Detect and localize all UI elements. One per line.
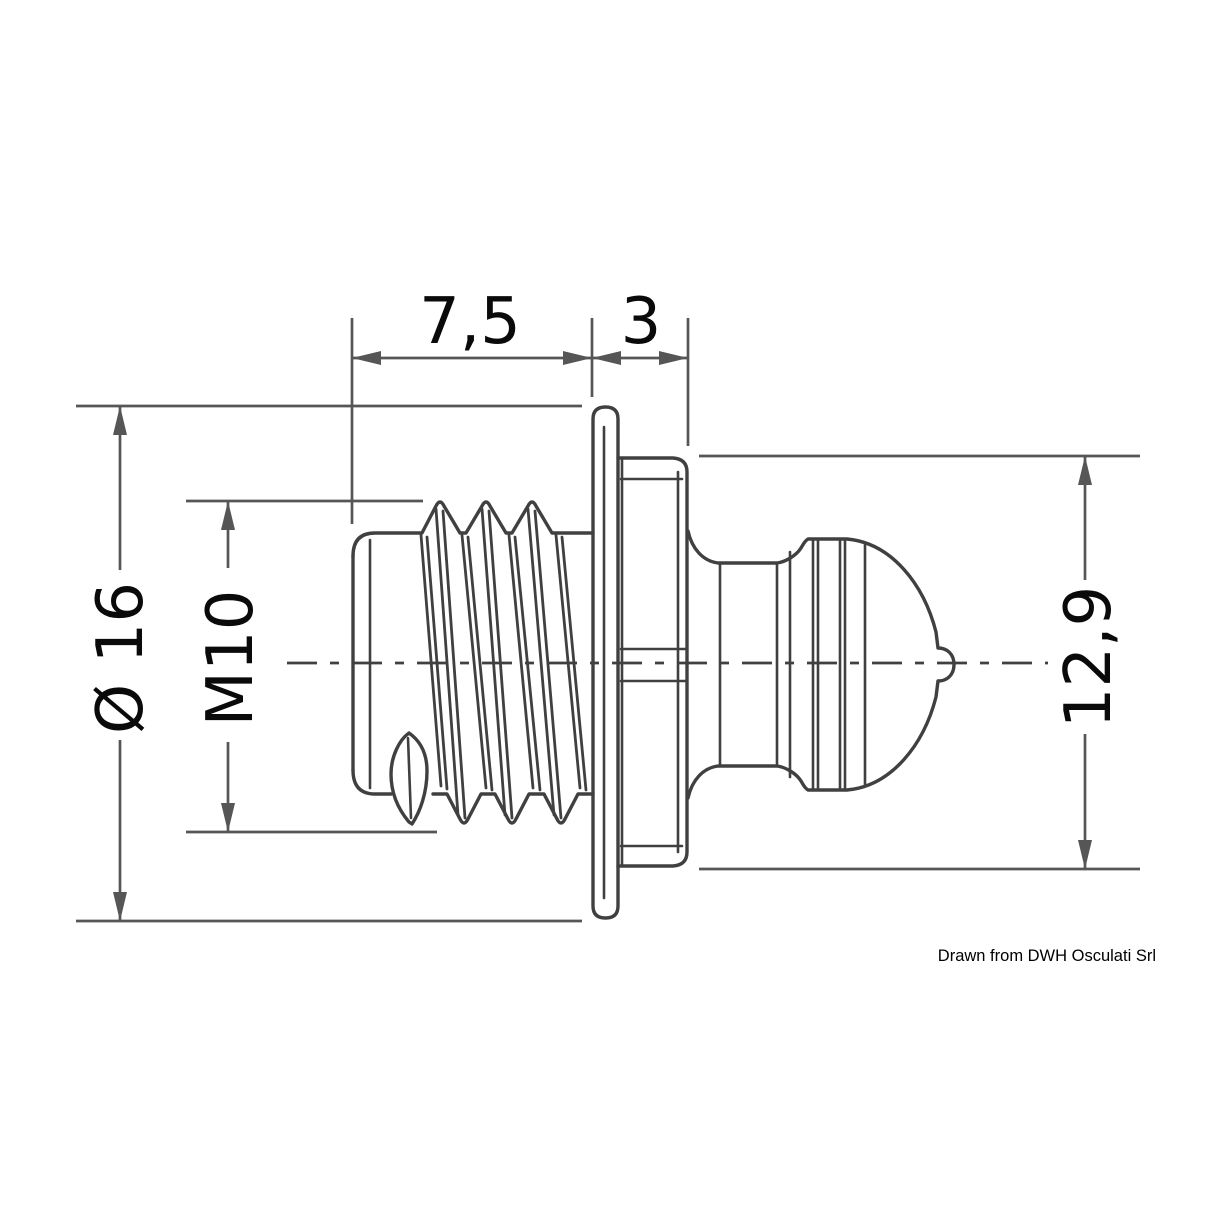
- arrowhead-right: [659, 351, 688, 365]
- arrowhead-down: [1078, 840, 1092, 869]
- shank-top-profile: [351, 500, 595, 558]
- arrowhead-left: [592, 351, 621, 365]
- dimension-flange-diameter: Ø 16: [76, 404, 582, 923]
- thread-runout: [389, 731, 429, 826]
- arrowhead-left: [352, 351, 381, 365]
- part-view: [287, 405, 1048, 920]
- dimension-collar-offset: 3: [592, 285, 690, 446]
- dimension-head-diameter: 12,9: [699, 454, 1140, 871]
- arrowhead-up: [113, 406, 127, 435]
- ball-stud-band-lines: [718, 538, 867, 791]
- thread-runout-inner: [406, 736, 413, 820]
- dim-label-thread-size: M10: [194, 590, 268, 727]
- dimension-thread-size: M10: [186, 499, 437, 834]
- arrowhead-down: [221, 803, 235, 832]
- dimension-thread-length: 7,5: [350, 285, 594, 524]
- ball-stud-silhouette: [686, 529, 956, 800]
- threaded-shank: [351, 500, 595, 826]
- dim-label-flange-diameter: Ø 16: [84, 582, 158, 734]
- flange-outline: [591, 405, 620, 920]
- shank-bottom-profile: [351, 768, 393, 796]
- thread-helix-lines: [419, 507, 588, 820]
- arrowhead-down: [113, 892, 127, 921]
- thread-bottom-profile: [431, 792, 595, 825]
- arrowhead-up: [1078, 456, 1092, 485]
- ball-stud: [686, 529, 956, 800]
- dim-label-thread-length: 7,5: [419, 285, 521, 359]
- drawing-caption: Drawn from DWH Osculati Srl: [938, 947, 1156, 965]
- flange: [591, 405, 620, 920]
- dim-label-head-diameter: 12,9: [1052, 586, 1126, 729]
- arrowhead-right: [563, 351, 592, 365]
- arrowhead-up: [221, 501, 235, 530]
- dim-label-collar-offset: 3: [621, 285, 662, 359]
